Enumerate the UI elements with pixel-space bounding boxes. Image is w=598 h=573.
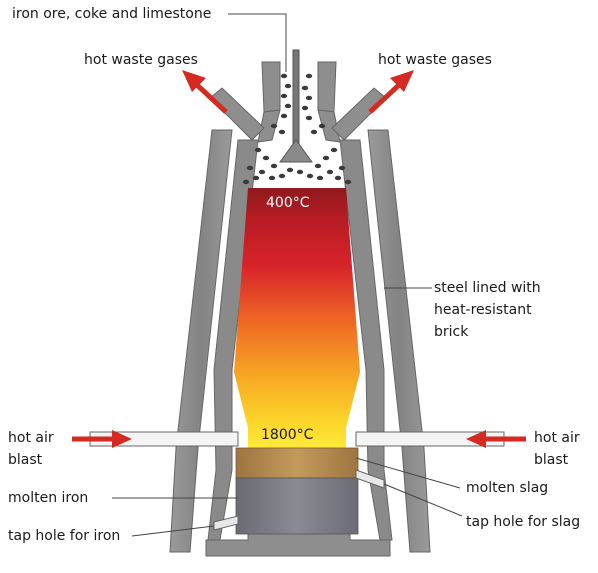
charge-pellet (262, 155, 270, 161)
charge-pellet (322, 155, 330, 161)
red-arrow-up-right-icon (368, 70, 414, 114)
molten-iron-layer (235, 477, 359, 535)
charge-pellet (334, 175, 342, 181)
label-molten-slag: molten slag (466, 480, 549, 496)
label-waste-gases-right: hot waste gases (378, 52, 492, 68)
charge-pellet (330, 147, 338, 153)
red-arrow-right-icon (72, 430, 132, 448)
leader-molten-slag (355, 457, 461, 489)
charge-pellet (268, 175, 276, 181)
charge-pellet (344, 179, 352, 185)
waste-gas-duct-right (331, 87, 387, 141)
hopper-right-funnel (317, 109, 341, 143)
charge-pellet (280, 73, 288, 79)
charge-pellet (318, 123, 326, 129)
charge-pellet (254, 147, 262, 153)
charge-pellet (270, 163, 278, 169)
charge-pellet (270, 123, 278, 129)
label-air-right-line2: blast (534, 452, 569, 468)
label-air-left-line2: blast (8, 452, 43, 468)
charge-pellet (306, 173, 314, 179)
tap-hole-slag (355, 469, 385, 489)
red-arrow-left-icon (466, 430, 526, 448)
charge-pellet (305, 95, 313, 101)
leader-lines (112, 13, 463, 537)
charge-pellet (252, 175, 260, 181)
leader-tap-iron (131, 525, 215, 537)
charge-pellet (280, 113, 288, 119)
charge-pellet (314, 163, 322, 169)
charge-pellet (301, 105, 309, 111)
label-temp-top: 400°C (266, 195, 310, 211)
charge-pellet (305, 73, 313, 79)
charge-pellet (284, 103, 292, 109)
charge-pellet (338, 165, 346, 171)
charge-pellet (286, 167, 294, 173)
label-temp-bottom: 1800°C (261, 427, 314, 443)
molten-slag-layer (235, 447, 359, 479)
label-air-right-line1: hot air (534, 430, 580, 446)
hopper-left (261, 61, 281, 113)
charge-pellet (296, 169, 304, 175)
charge-pellet (246, 165, 254, 171)
charge-pellets (242, 73, 352, 185)
tap-hole-iron (213, 515, 239, 531)
label-tap-hole-slag: tap hole for slag (466, 514, 581, 530)
charge-pellet (242, 179, 250, 185)
charge-pellet (284, 83, 292, 89)
charge-pellet (278, 173, 286, 179)
charge-bell (279, 139, 313, 163)
label-charge-input: iron ore, coke and limestone (12, 6, 212, 22)
waste-gas-duct-left (209, 87, 265, 141)
furnace-hot-zone (234, 188, 360, 448)
charge-pellet (305, 115, 313, 121)
label-air-left-line1: hot air (8, 430, 54, 446)
charge-pellet (310, 129, 318, 135)
charge-pellet (278, 129, 286, 135)
hopper-right (317, 61, 337, 113)
charge-pellet (326, 169, 334, 175)
charge-pellet (301, 85, 309, 91)
charge-pellet (258, 169, 266, 175)
charge-pellet (316, 175, 324, 181)
charge-pellet (280, 93, 288, 99)
label-lining-line1: steel lined with (434, 280, 541, 296)
leader-tap-slag (383, 483, 463, 517)
label-lining-line2: heat-resistant (434, 302, 532, 318)
label-tap-hole-iron: tap hole for iron (8, 528, 121, 544)
label-molten-iron: molten iron (8, 490, 89, 506)
label-lining-line3: brick (434, 324, 469, 340)
red-arrow-up-left-icon (182, 70, 228, 114)
label-waste-gases-left: hot waste gases (84, 52, 198, 68)
leader-charge (228, 13, 287, 72)
